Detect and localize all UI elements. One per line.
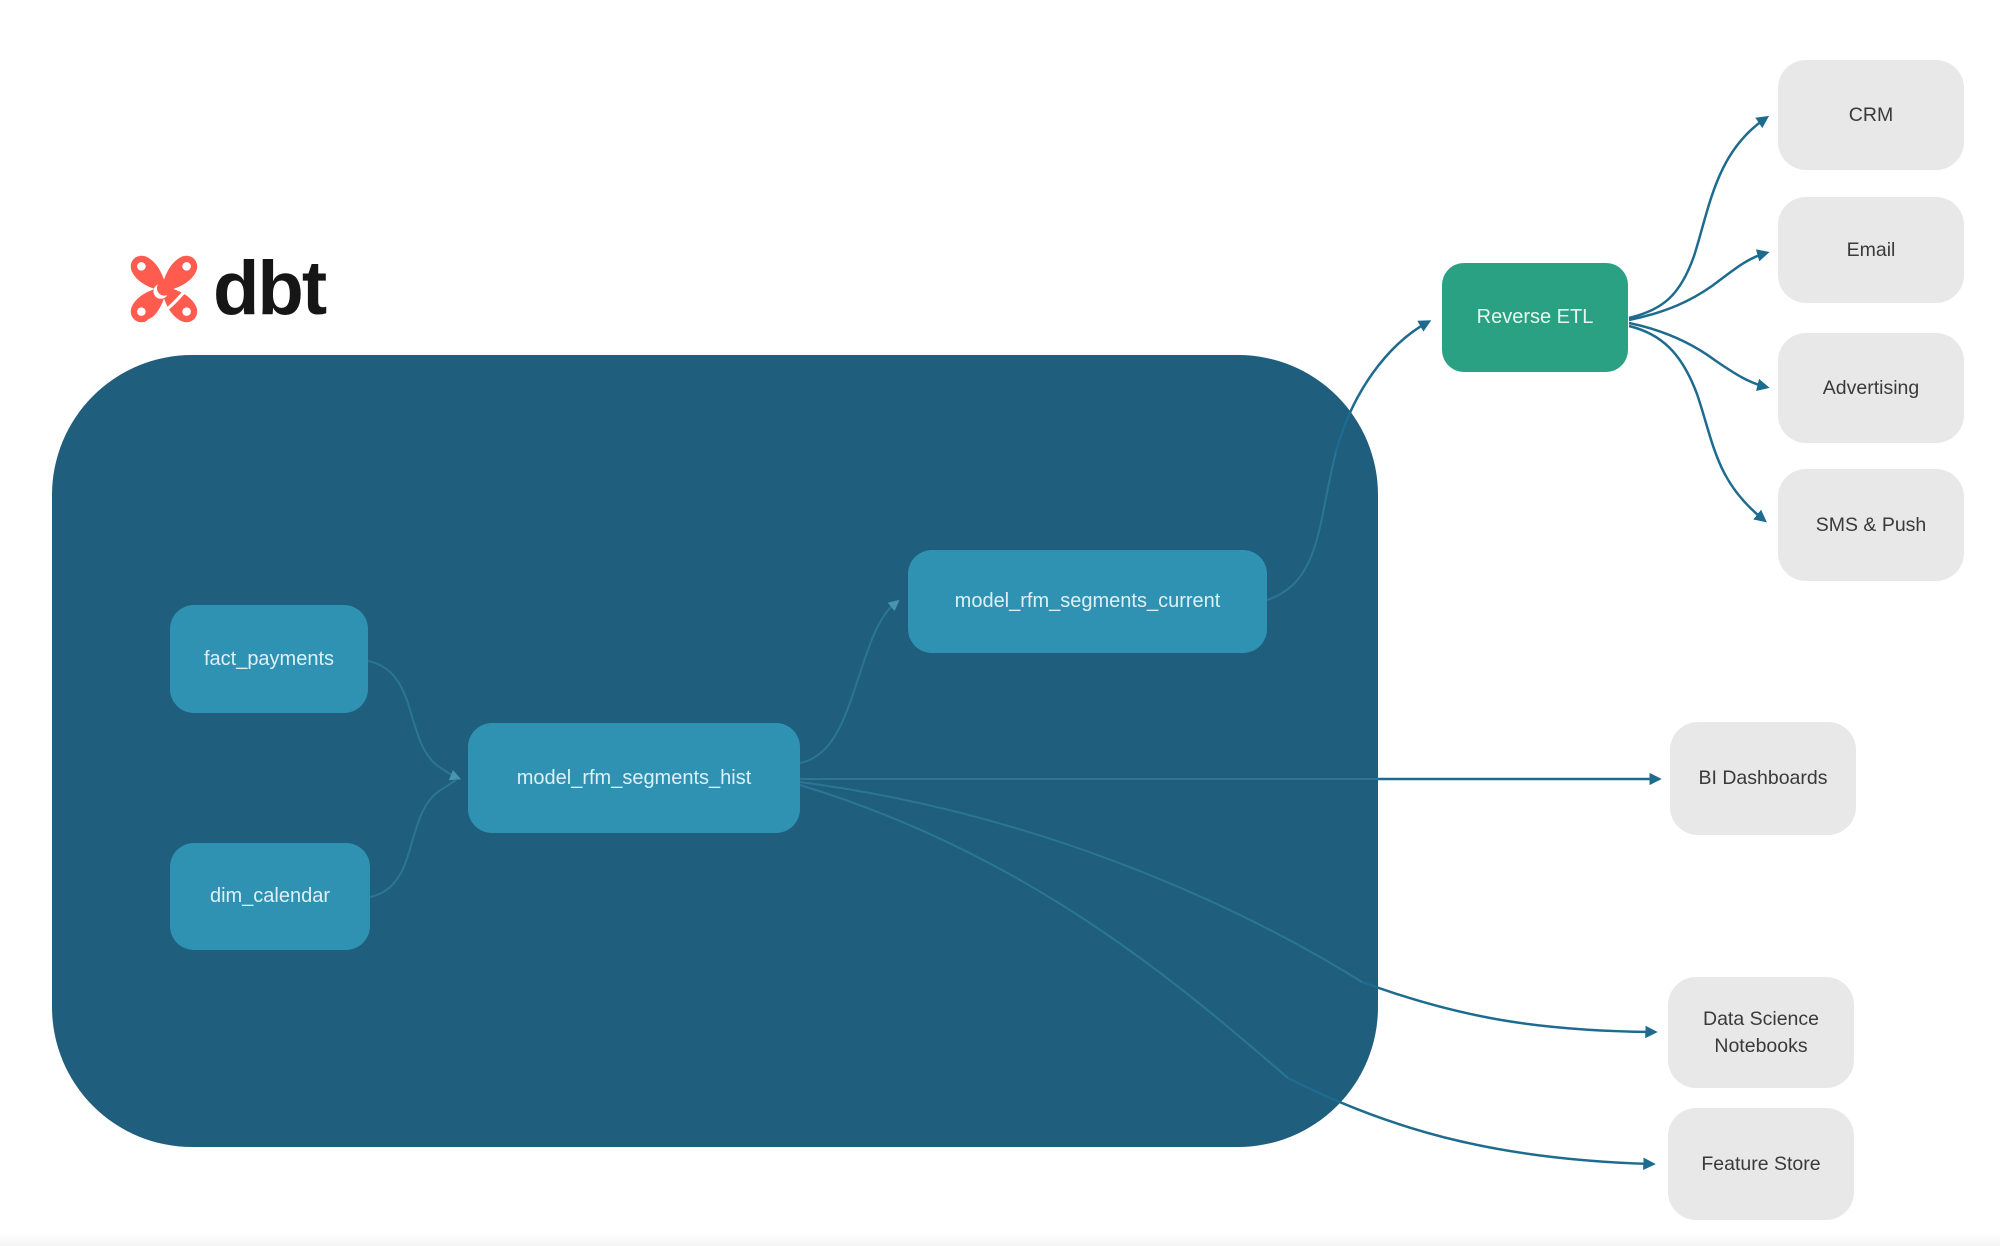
node-email-label: Email [1846,238,1896,261]
node-fact-payments: fact_payments [170,605,368,713]
node-model-rfm-segments-hist-label: model_rfm_segments_hist [516,766,752,789]
node-feature-store-label: Feature Store [1701,1152,1821,1175]
edge-reverse-etl-to-advertising [1628,321,1770,391]
dbt-logo: dbt [125,246,327,331]
node-data-science-notebooks-label: Data Science Notebooks [1703,1008,1819,1057]
node-feature-store: Feature Store [1668,1108,1854,1220]
node-crm-label: CRM [1848,103,1894,126]
node-reverse-etl-label: Reverse ETL [1476,306,1594,328]
node-email: Email [1778,197,1964,303]
node-crm: CRM [1778,60,1964,170]
page-bottom-edge [0,1233,2000,1246]
node-fact-payments-label: fact_payments [203,647,335,670]
node-model-rfm-segments-hist: model_rfm_segments_hist [468,723,800,833]
node-model-rfm-segments-current: model_rfm_segments_current [908,550,1267,653]
node-advertising: Advertising [1778,333,1964,443]
edge-reverse-etl-to-email [1628,249,1770,322]
node-advertising-label: Advertising [1822,376,1920,399]
node-sms-push-label: SMS & Push [1815,513,1927,536]
dbt-logo-icon [130,255,199,323]
node-dim-calendar-label: dim_calendar [209,885,331,907]
node-model-rfm-segments-current-label: model_rfm_segments_current [954,590,1221,612]
node-sms-push: SMS & Push [1778,469,1964,581]
node-bi-dashboards-label: BI Dashboards [1698,767,1828,790]
node-bi-dashboards: BI Dashboards [1670,722,1856,835]
edge-hist-to-notebooks [1361,980,1658,1039]
node-data-science-notebooks: Data Science Notebooks [1668,977,1854,1088]
edge-reverse-etl-to-crm [1628,115,1770,320]
dbt-logo-text: dbt [213,246,327,331]
edge-reverse-etl-to-sms-push [1628,324,1767,523]
node-dim-calendar: dim_calendar [170,843,370,950]
node-reverse-etl: Reverse ETL [1442,263,1628,372]
